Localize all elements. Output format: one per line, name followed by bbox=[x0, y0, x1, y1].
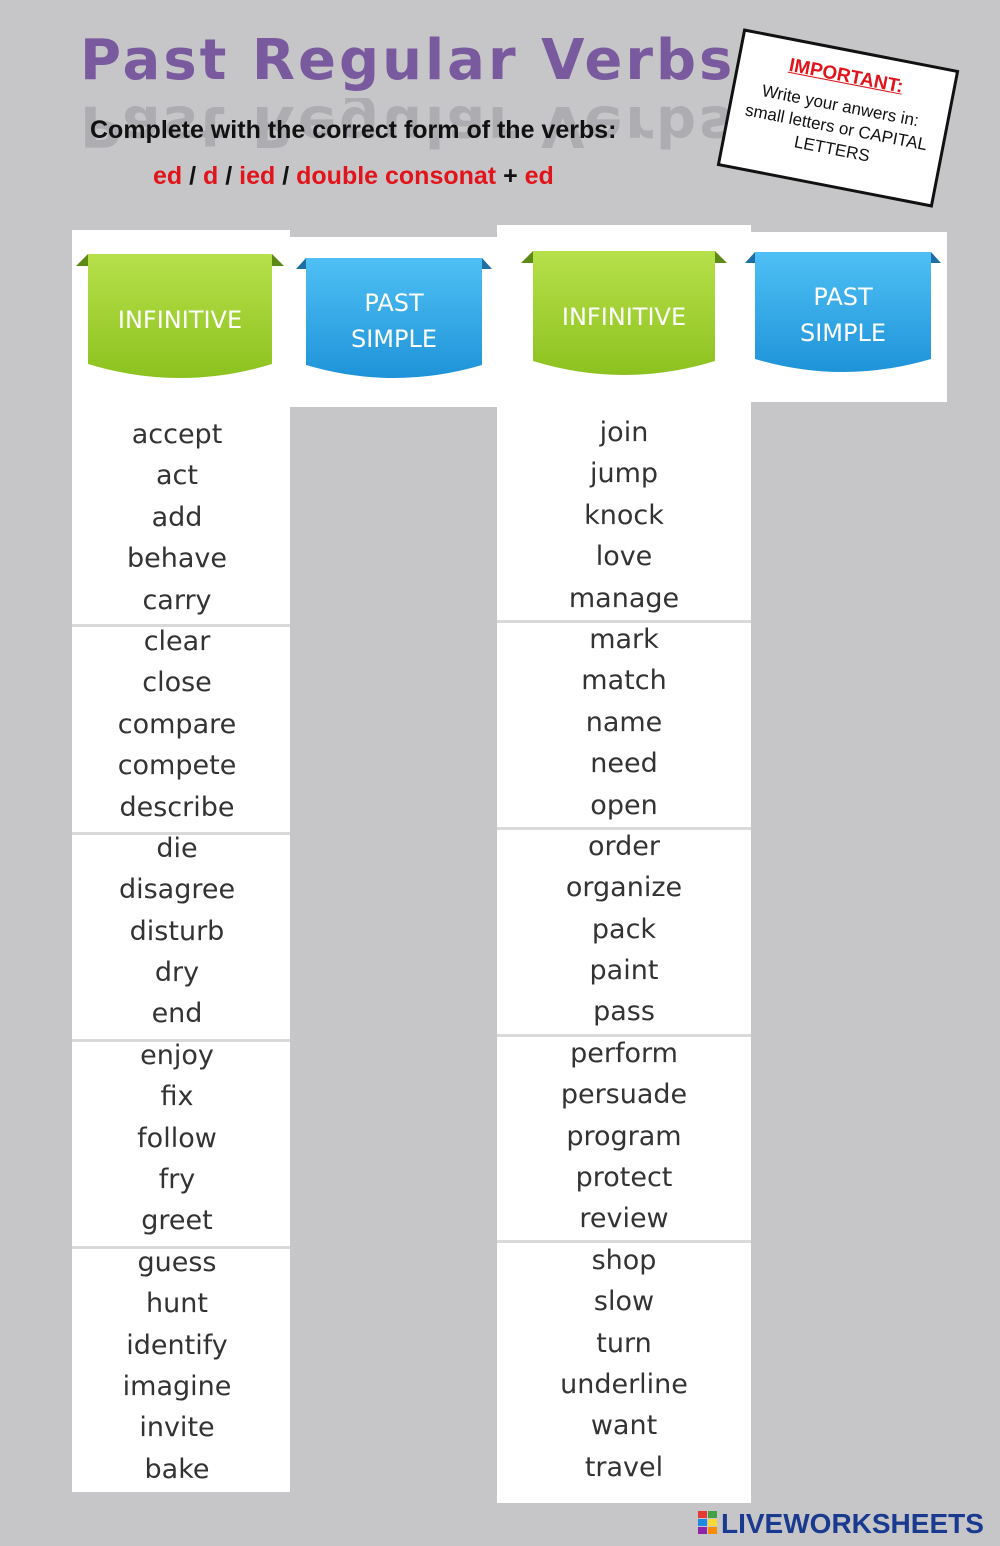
verb-item: clear bbox=[143, 625, 211, 657]
blue-ribbon-shape bbox=[296, 258, 492, 378]
group-divider bbox=[72, 832, 290, 835]
ending-part: ed bbox=[153, 162, 183, 190]
verb-item: mark bbox=[589, 623, 659, 655]
past-simple-label: PAST SIMPLE bbox=[799, 283, 887, 347]
green-ribbon-shape bbox=[521, 251, 727, 375]
liveworksheets-brand[interactable]: LIVEWORKSHEETS bbox=[698, 1508, 984, 1540]
infinitive-ribbon-right: INFINITIVE bbox=[521, 249, 727, 384]
group-divider bbox=[72, 1246, 290, 1249]
verb-item: pack bbox=[591, 913, 657, 945]
past-simple-label: PAST SIMPLE bbox=[350, 289, 438, 353]
verb-item: protect bbox=[575, 1162, 673, 1194]
verb-item: order bbox=[588, 830, 660, 862]
verb-item: persuade bbox=[560, 1079, 688, 1111]
verb-item: open bbox=[590, 789, 658, 821]
ending-part: double consonat bbox=[296, 162, 497, 190]
ending-part: d bbox=[203, 162, 219, 190]
verb-item: join bbox=[599, 417, 649, 448]
verb-item: imagine bbox=[122, 1370, 232, 1402]
verb-item: behave bbox=[127, 543, 227, 575]
verb-item: die bbox=[156, 832, 198, 864]
verb-item: dry bbox=[154, 957, 200, 989]
verb-item: manage bbox=[568, 582, 680, 614]
group-divider bbox=[497, 827, 751, 830]
infinitive-column-right bbox=[497, 225, 751, 1503]
verb-item: travel bbox=[584, 1451, 664, 1483]
verb-item: organize bbox=[565, 872, 683, 904]
verb-item: need bbox=[590, 748, 658, 780]
verb-item: name bbox=[585, 706, 663, 738]
verb-item: compare bbox=[117, 708, 237, 740]
verb-item: underline bbox=[560, 1368, 688, 1400]
verb-item: greet bbox=[141, 1205, 213, 1237]
instruction-text: Complete with the correct form of the ve… bbox=[90, 116, 617, 144]
green-ribbon-shape bbox=[76, 254, 284, 378]
verb-item: hunt bbox=[146, 1288, 208, 1320]
verb-item: identify bbox=[126, 1329, 228, 1361]
ending-separator: / bbox=[182, 162, 204, 190]
verb-item: program bbox=[566, 1120, 682, 1152]
verb-list-right: join jump knock love manage mark match n… bbox=[497, 412, 751, 1488]
infinitive-ribbon-left: INFINITIVE bbox=[76, 252, 284, 387]
verb-item: match bbox=[581, 665, 667, 697]
ending-separator: + bbox=[496, 162, 525, 190]
verb-item: jump bbox=[589, 458, 659, 490]
verb-item: end bbox=[151, 998, 203, 1030]
infinitive-label: INFINITIVE bbox=[117, 305, 243, 334]
ending-part: ied bbox=[239, 162, 276, 190]
verb-item: accept bbox=[131, 419, 223, 450]
infinitive-label: INFINITIVE bbox=[561, 302, 687, 331]
group-divider bbox=[497, 1034, 751, 1037]
verb-item: act bbox=[156, 460, 198, 492]
verb-item: follow bbox=[137, 1122, 217, 1154]
group-divider bbox=[497, 1240, 751, 1243]
verb-item: invite bbox=[139, 1412, 215, 1444]
verb-item: enjoy bbox=[140, 1039, 214, 1071]
verb-item: shop bbox=[591, 1244, 657, 1276]
group-divider bbox=[497, 620, 751, 623]
verb-item: perform bbox=[570, 1037, 678, 1069]
verb-item: disagree bbox=[118, 874, 236, 906]
verb-item: knock bbox=[584, 499, 664, 531]
ending-separator: / bbox=[218, 162, 240, 190]
group-divider bbox=[72, 624, 290, 627]
verb-item: compete bbox=[117, 750, 237, 782]
verb-item: bake bbox=[144, 1453, 210, 1485]
verb-item: turn bbox=[596, 1327, 652, 1359]
verb-item: fry bbox=[158, 1164, 196, 1196]
verb-item: add bbox=[151, 501, 203, 533]
page-title: Past Regular Verbs bbox=[80, 28, 736, 93]
verb-item: pass bbox=[593, 996, 655, 1028]
group-divider bbox=[72, 1039, 290, 1042]
past-simple-ribbon-right: PAST SIMPLE bbox=[745, 249, 941, 381]
verb-item: want bbox=[590, 1410, 658, 1442]
verb-endings-line: ed / d / ied / double consonat + ed bbox=[153, 162, 554, 191]
past-simple-ribbon-left: PAST SIMPLE bbox=[296, 255, 492, 387]
blue-ribbon-shape bbox=[745, 252, 941, 372]
verb-list-left: accept act add behave carry clear close … bbox=[72, 414, 282, 1490]
verb-item: carry bbox=[142, 584, 212, 616]
verb-item: describe bbox=[119, 791, 235, 823]
important-note: IMPORTANT: Write your anwers in: small l… bbox=[716, 28, 960, 208]
verb-item: review bbox=[579, 1203, 669, 1235]
ending-part: ed bbox=[524, 162, 554, 190]
verb-item: slow bbox=[593, 1286, 655, 1318]
brand-text: LIVEWORKSHEETS bbox=[721, 1508, 984, 1539]
liveworksheets-logo-icon bbox=[698, 1511, 717, 1534]
verb-item: paint bbox=[589, 955, 659, 987]
verb-item: close bbox=[142, 667, 212, 699]
ending-separator: / bbox=[275, 162, 297, 190]
infinitive-column-left bbox=[72, 230, 290, 1492]
verb-item: guess bbox=[137, 1246, 217, 1278]
verb-item: fix bbox=[160, 1081, 194, 1113]
verb-item: love bbox=[595, 541, 653, 573]
verb-item: disturb bbox=[129, 915, 225, 947]
